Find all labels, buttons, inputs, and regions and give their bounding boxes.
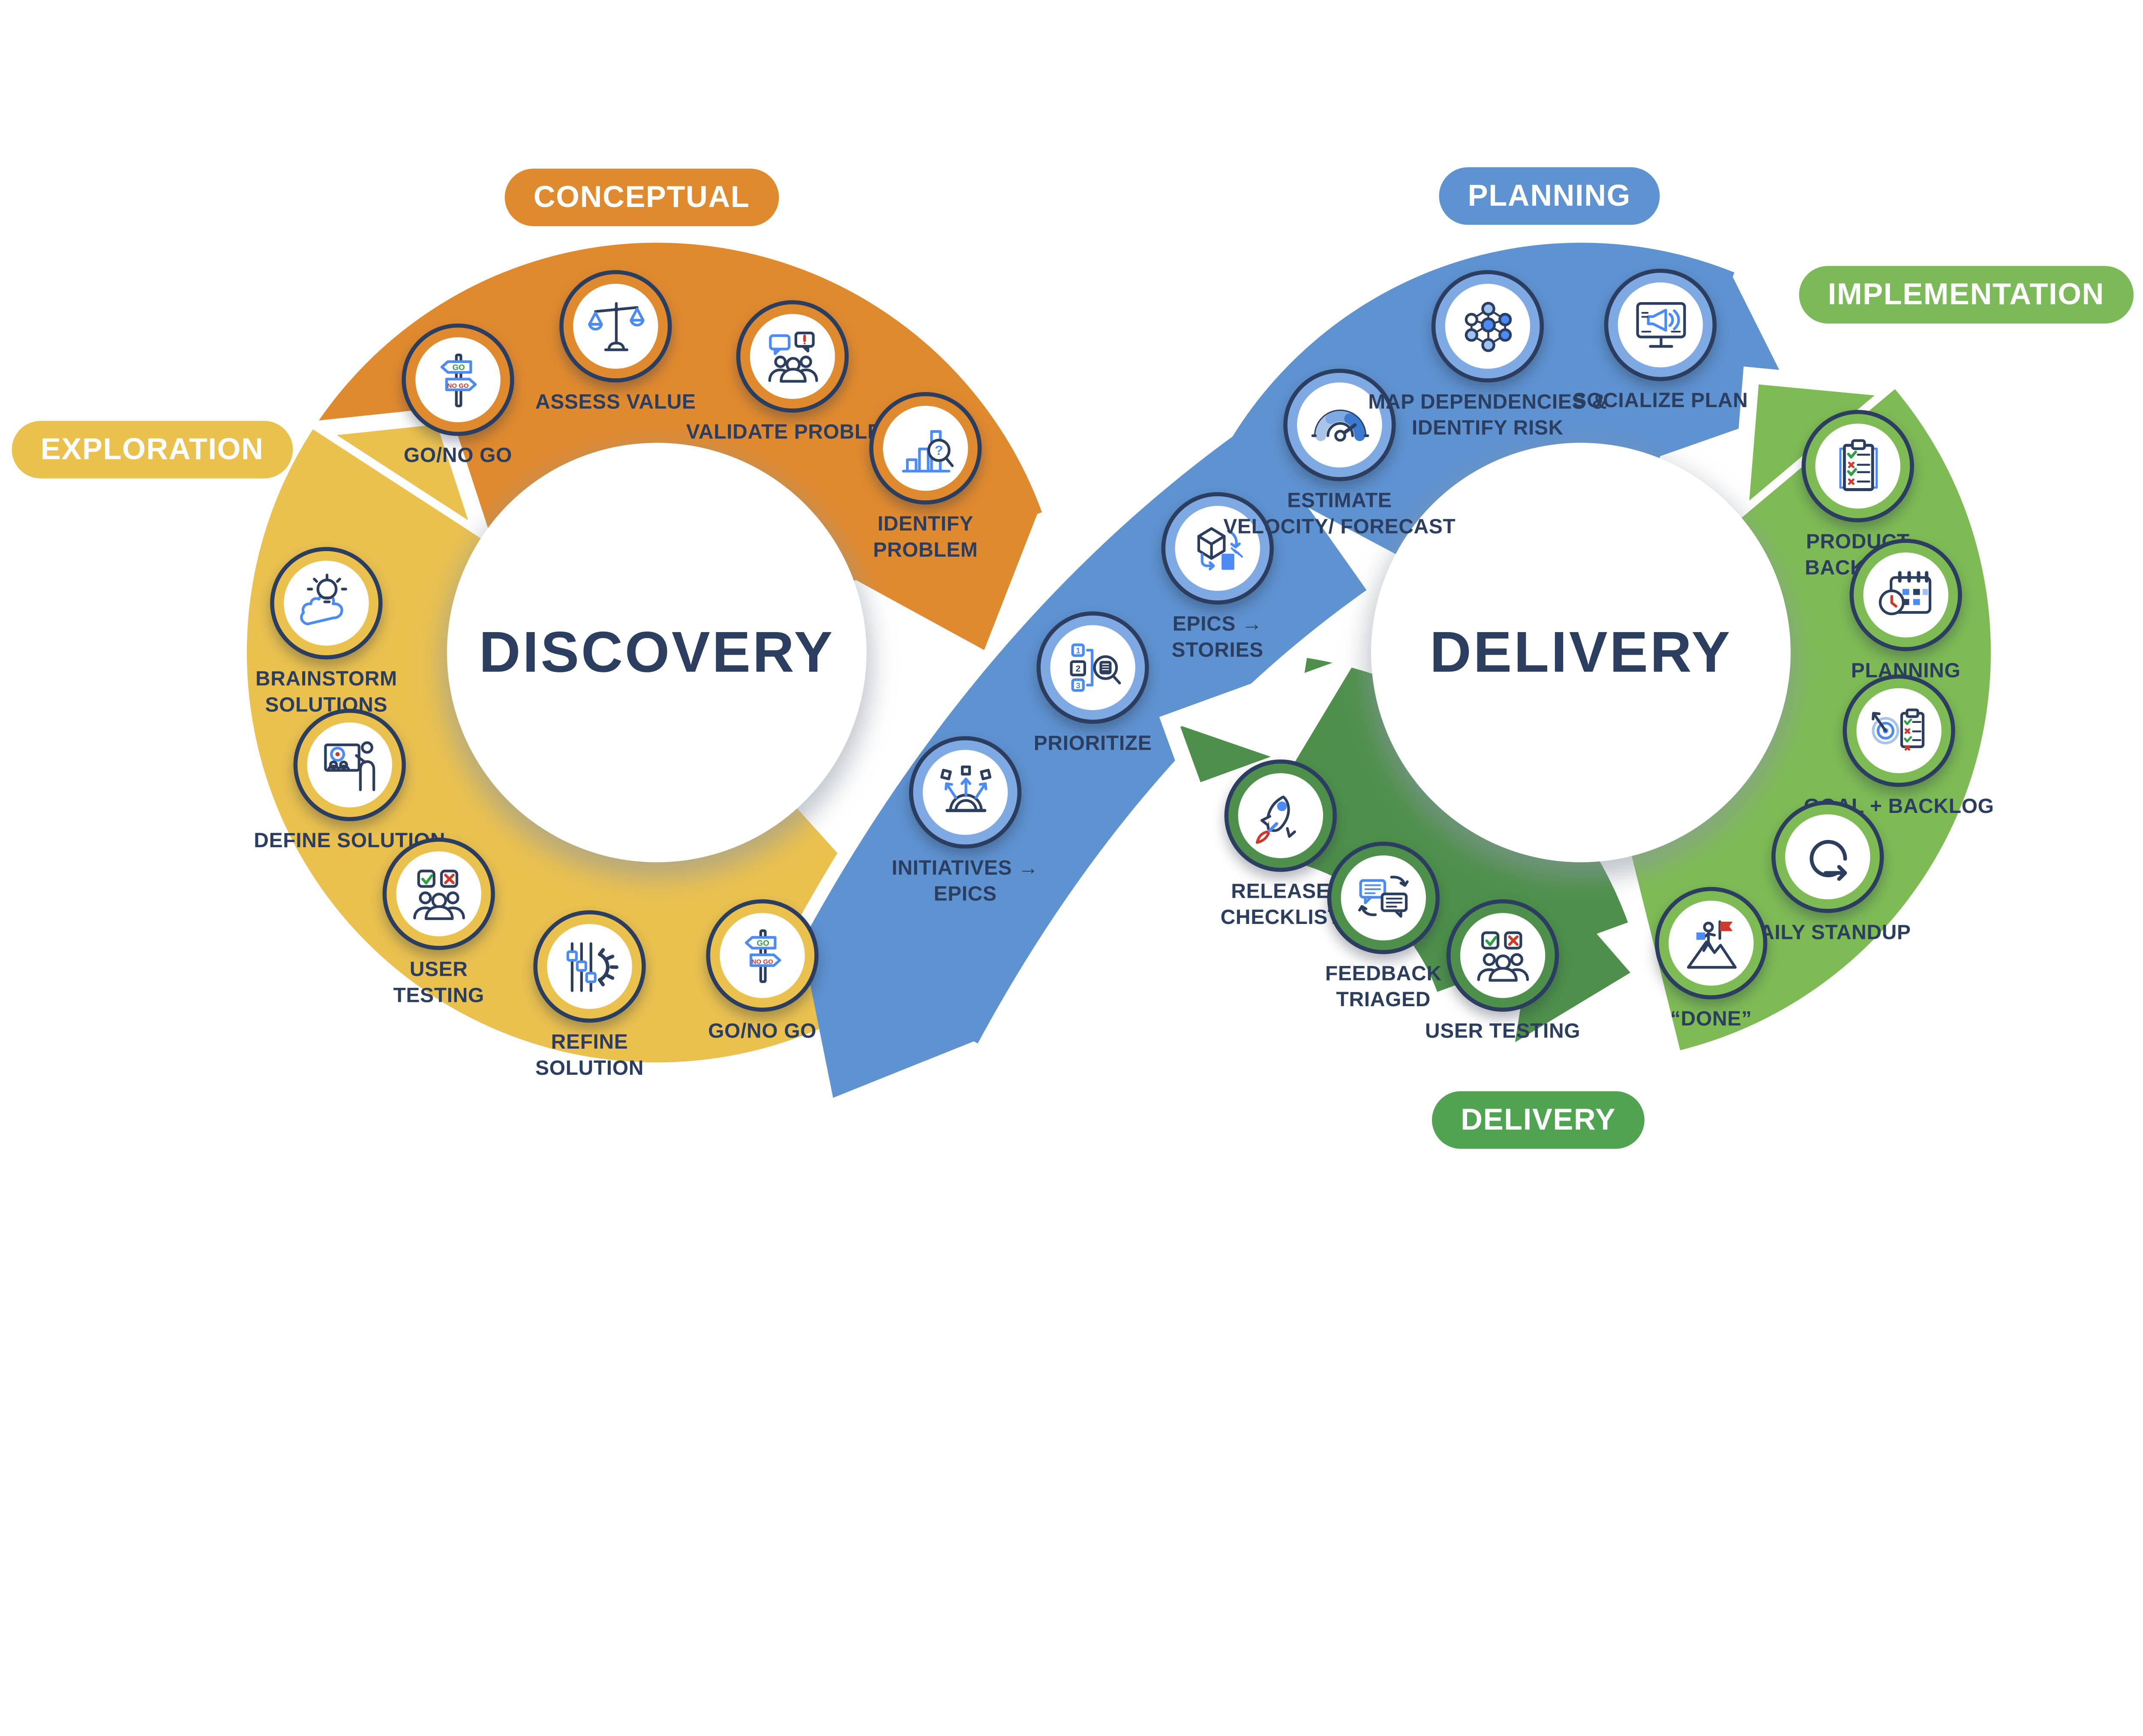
gauge-icon <box>1311 409 1369 441</box>
list-magnifier-icon: 1 2 3 <box>1069 642 1120 691</box>
monitor-megaphone-icon <box>1636 301 1685 347</box>
node-label: “DONE” <box>1670 1007 1752 1031</box>
node-label: GO/NO GO <box>403 444 512 468</box>
sliders-gear-icon <box>566 941 618 992</box>
network-icon <box>1464 301 1511 351</box>
node-label: SOCIALIZE PLAN <box>1573 389 1748 413</box>
phase-pill-exploration: EXPLORATION <box>12 421 293 479</box>
node-label: GO/NO GO <box>708 1020 817 1043</box>
svg-text:?: ? <box>934 442 942 457</box>
svg-text:GO: GO <box>452 362 464 371</box>
svg-text:1: 1 <box>1075 645 1080 654</box>
node-label: EPICS → STORIES <box>1171 612 1264 662</box>
chart-magnifier-icon: ? <box>901 429 953 472</box>
rocket-icon <box>1255 795 1296 843</box>
node-label: PRIORITIZE <box>1033 732 1152 756</box>
node-label: FEEDBACK TRIAGED <box>1325 962 1442 1012</box>
signpost-icon: GO NO GO <box>440 353 476 407</box>
node-label: DAILY STANDUP <box>1744 921 1911 945</box>
cube-cards-icon <box>1197 526 1243 570</box>
node-label: MAP DEPENDENCIES & IDENTIFY RISK <box>1368 390 1607 440</box>
svg-text:NO GO: NO GO <box>751 957 772 965</box>
svg-text:NO GO: NO GO <box>447 382 468 389</box>
svg-text:3: 3 <box>1075 680 1080 689</box>
band-conceptual-arrow <box>849 507 1040 650</box>
calendar-clock-icon <box>1878 570 1931 615</box>
signpost-icon: GO NO GO <box>744 929 780 983</box>
svg-text:2: 2 <box>1075 663 1080 673</box>
node-label: REFINE SOLUTION <box>535 1031 644 1080</box>
discussion-icon <box>768 331 817 382</box>
presenter-icon <box>323 741 375 791</box>
node-label: USER TESTING <box>393 958 484 1007</box>
node-label: ESTIMATE VELOCITY/ FORECAST <box>1223 489 1456 539</box>
scale-icon <box>587 301 644 351</box>
phase-pill-planning: PLANNING <box>1439 167 1660 225</box>
chat-sync-icon <box>1357 875 1408 917</box>
user-testing-icon <box>412 869 465 920</box>
node-label: USER TESTING <box>1425 1020 1581 1043</box>
svg-text:GO: GO <box>756 938 768 947</box>
delivery-center-label: DELIVERY <box>1429 619 1732 684</box>
phase-pill-conceptual: CONCEPTUAL <box>504 168 779 226</box>
flag-peak-icon <box>1686 920 1736 968</box>
node-label: IDENTIFY PROBLEM <box>873 513 978 562</box>
clipboard-icon <box>1838 438 1877 491</box>
product-lifecycle-infinity-diagram: DISCOVERY DELIVERY CONCEPTUAL PLANNING IMP… <box>12 167 2134 1149</box>
loop-arrow-icon <box>1809 839 1846 880</box>
phase-pill-delivery: DELIVERY <box>1432 1091 1645 1149</box>
user-testing-icon <box>1476 930 1528 981</box>
discovery-center-label: DISCOVERY <box>479 619 835 684</box>
burst-gear-icon <box>939 765 991 812</box>
band-planning-tail <box>801 942 981 1098</box>
node-label: BRAINSTORM SOLUTIONS <box>255 667 397 717</box>
node-label: ASSESS VALUE <box>535 390 696 414</box>
phase-pill-implementation: IMPLEMENTATION <box>1799 266 2134 324</box>
node-label: RELEASE CHECKLIST <box>1220 880 1341 929</box>
bulb-cloud-icon <box>299 573 347 625</box>
node-label: INITIATIVES → EPICS <box>891 857 1039 906</box>
delivery-hub <box>1371 443 1791 863</box>
target-clipboard-icon <box>1871 708 1924 750</box>
discovery-hub <box>447 443 867 863</box>
band-delivery-notch <box>1170 652 1361 765</box>
